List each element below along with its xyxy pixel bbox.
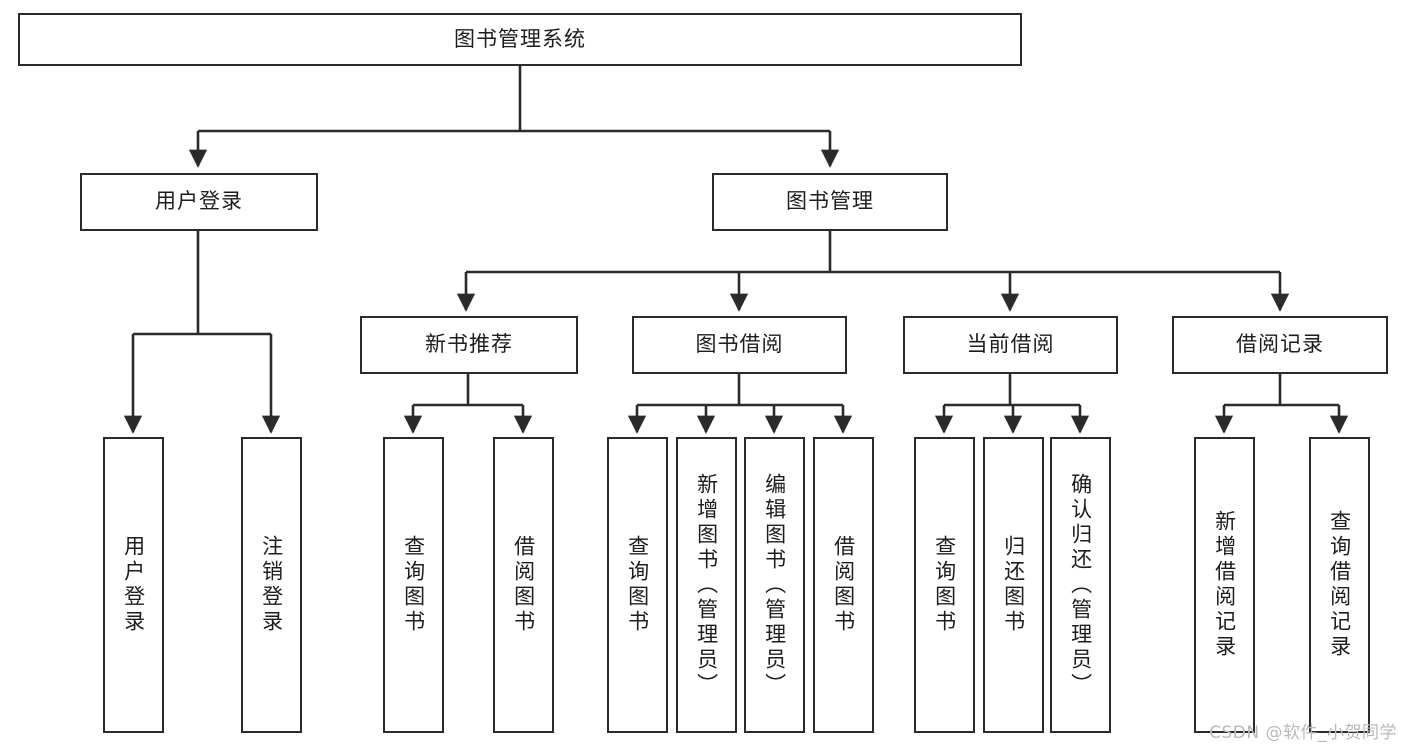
- node-leaf-query-book-1[interactable]: 查询图书: [383, 437, 444, 733]
- node-leaf-borrow-book-1[interactable]: 借阅图书: [493, 437, 554, 733]
- csdn-watermark: CSDN @软件_小贺同学: [1209, 723, 1397, 743]
- node-label: 注销登录: [259, 535, 284, 635]
- node-leaf-query-book-2[interactable]: 查询图书: [607, 437, 668, 733]
- node-book-borrow[interactable]: 图书借阅: [632, 316, 847, 374]
- node-new-book-recommend[interactable]: 新书推荐: [360, 316, 578, 374]
- node-current-borrow[interactable]: 当前借阅: [903, 316, 1118, 374]
- node-label: 图书借阅: [695, 332, 784, 357]
- node-leaf-edit-book[interactable]: 编辑图书（管理员）: [744, 437, 805, 733]
- node-leaf-add-record[interactable]: 新增借阅记录: [1194, 437, 1255, 733]
- node-label: 用户登录: [121, 535, 146, 635]
- node-leaf-logout-login[interactable]: 注销登录: [241, 437, 302, 733]
- node-label: 用户登录: [155, 189, 243, 214]
- node-leaf-user-login[interactable]: 用户登录: [103, 437, 164, 733]
- node-label: 查询图书: [401, 535, 426, 635]
- node-label: 图书管理系统: [454, 26, 586, 51]
- node-leaf-confirm-return[interactable]: 确认归还（管理员）: [1050, 437, 1111, 733]
- node-label: 新增图书（管理员）: [694, 472, 719, 698]
- node-leaf-borrow-book-2[interactable]: 借阅图书: [813, 437, 874, 733]
- node-label: 图书管理: [786, 189, 874, 214]
- node-label: 新增借阅记录: [1212, 510, 1237, 660]
- node-book-management[interactable]: 图书管理: [712, 173, 948, 231]
- node-label: 确认归还（管理员）: [1068, 472, 1093, 698]
- node-book-management-system[interactable]: 图书管理系统: [18, 13, 1022, 66]
- node-label: 编辑图书（管理员）: [762, 472, 787, 698]
- node-label: 新书推荐: [425, 332, 513, 357]
- node-label: 查询借阅记录: [1327, 510, 1352, 660]
- node-label: 借阅图书: [831, 535, 856, 635]
- node-user-login[interactable]: 用户登录: [80, 173, 318, 231]
- node-label: 借阅记录: [1236, 332, 1324, 357]
- node-label: 查询图书: [932, 535, 957, 635]
- node-label: 归还图书: [1001, 535, 1026, 635]
- node-label: 借阅图书: [511, 535, 536, 635]
- node-leaf-return-book[interactable]: 归还图书: [983, 437, 1044, 733]
- node-label: 查询图书: [625, 535, 650, 635]
- node-leaf-query-record[interactable]: 查询借阅记录: [1309, 437, 1370, 733]
- node-label: 当前借阅: [966, 332, 1055, 357]
- node-leaf-query-book-3[interactable]: 查询图书: [914, 437, 975, 733]
- node-borrow-record[interactable]: 借阅记录: [1172, 316, 1388, 374]
- node-leaf-add-book[interactable]: 新增图书（管理员）: [676, 437, 737, 733]
